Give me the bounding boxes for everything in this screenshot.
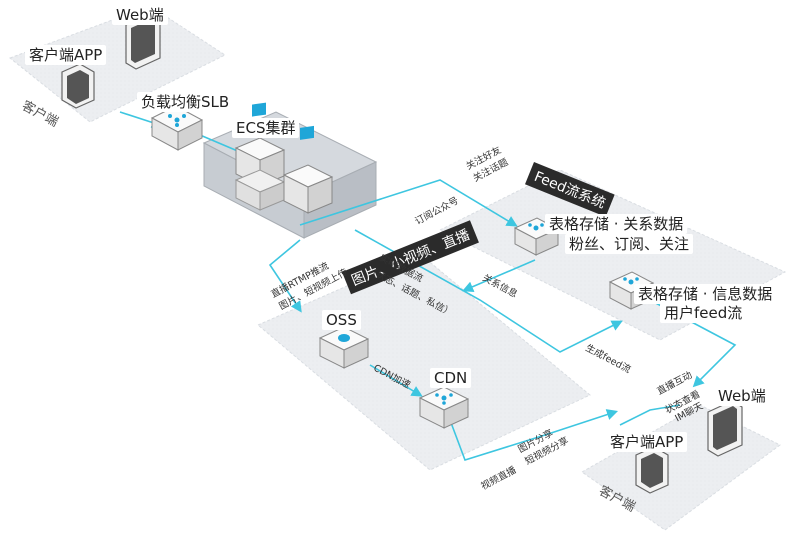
slb-label: 负载均衡SLB	[137, 92, 234, 112]
web-bottom-label: Web端	[714, 386, 770, 406]
ecs-label: ECS集群	[232, 118, 300, 138]
table-store-relation-sub-label: 粉丝、订阅、关注	[565, 234, 694, 254]
client-app-top-label: 客户端APP	[25, 45, 107, 65]
table-store-info-label: 表格存储 · 信息数据	[634, 284, 777, 304]
monitor-icon	[125, 13, 161, 70]
client-app-bottom-label: 客户端APP	[606, 432, 688, 452]
ecs-server-icon	[282, 125, 334, 214]
web-top-label: Web端	[112, 5, 168, 25]
client-zone-bottom	[581, 404, 781, 531]
slb-server-icon	[150, 105, 204, 151]
cdn-node-icon	[418, 386, 470, 429]
phone-icon	[61, 63, 95, 109]
oss-storage-icon	[318, 326, 370, 369]
cdn-label: CDN	[430, 368, 472, 388]
phone-icon	[635, 446, 669, 494]
oss-label: OSS	[322, 310, 361, 330]
table-store-info-sub-label: 用户feed流	[660, 303, 747, 323]
table-store-relation-label: 表格存储 · 关系数据	[545, 214, 688, 234]
monitor-icon	[707, 400, 743, 457]
